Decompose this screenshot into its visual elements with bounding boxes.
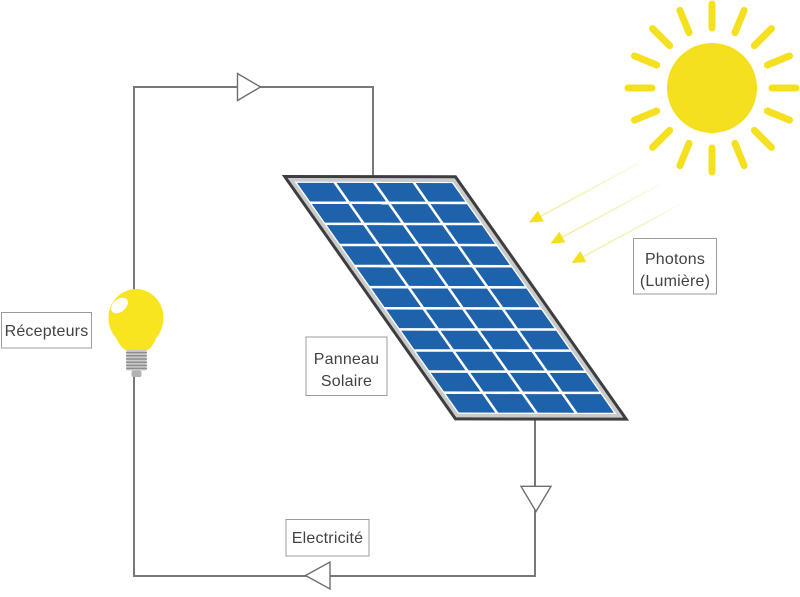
svg-text:Panneau: Panneau: [314, 351, 379, 368]
svg-text:Solaire: Solaire: [321, 373, 372, 390]
svg-text:Photons: Photons: [645, 251, 705, 268]
svg-text:Electricité: Electricité: [292, 530, 364, 547]
svg-text:(Lumière): (Lumière): [640, 273, 710, 290]
svg-text:Récepteurs: Récepteurs: [5, 323, 89, 340]
